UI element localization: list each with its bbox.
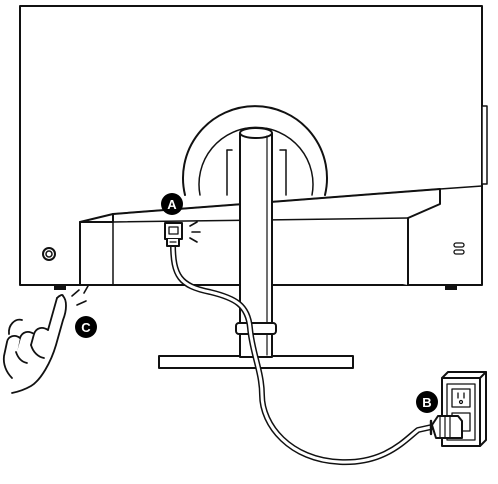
- marker-c: C: [75, 316, 97, 338]
- power-connector-icon: [164, 222, 183, 247]
- left-foot: [54, 285, 66, 290]
- right-foot: [445, 285, 457, 290]
- connect-indicator-icon: [189, 221, 201, 243]
- power-button-icon[interactable]: [42, 247, 56, 261]
- stand-pole: [239, 127, 273, 358]
- marker-a-label: A: [167, 197, 177, 212]
- marker-b-label: B: [422, 395, 431, 410]
- kensington-lock-icon: [453, 242, 465, 255]
- marker-a: A: [161, 193, 183, 215]
- marker-c-label: C: [81, 320, 91, 335]
- press-indicator-icon: [71, 285, 89, 306]
- cable-clip: [235, 322, 277, 335]
- power-cable: [170, 241, 439, 466]
- power-plug-icon: [429, 415, 463, 439]
- hand-icon: [2, 294, 67, 394]
- marker-b: B: [416, 391, 438, 413]
